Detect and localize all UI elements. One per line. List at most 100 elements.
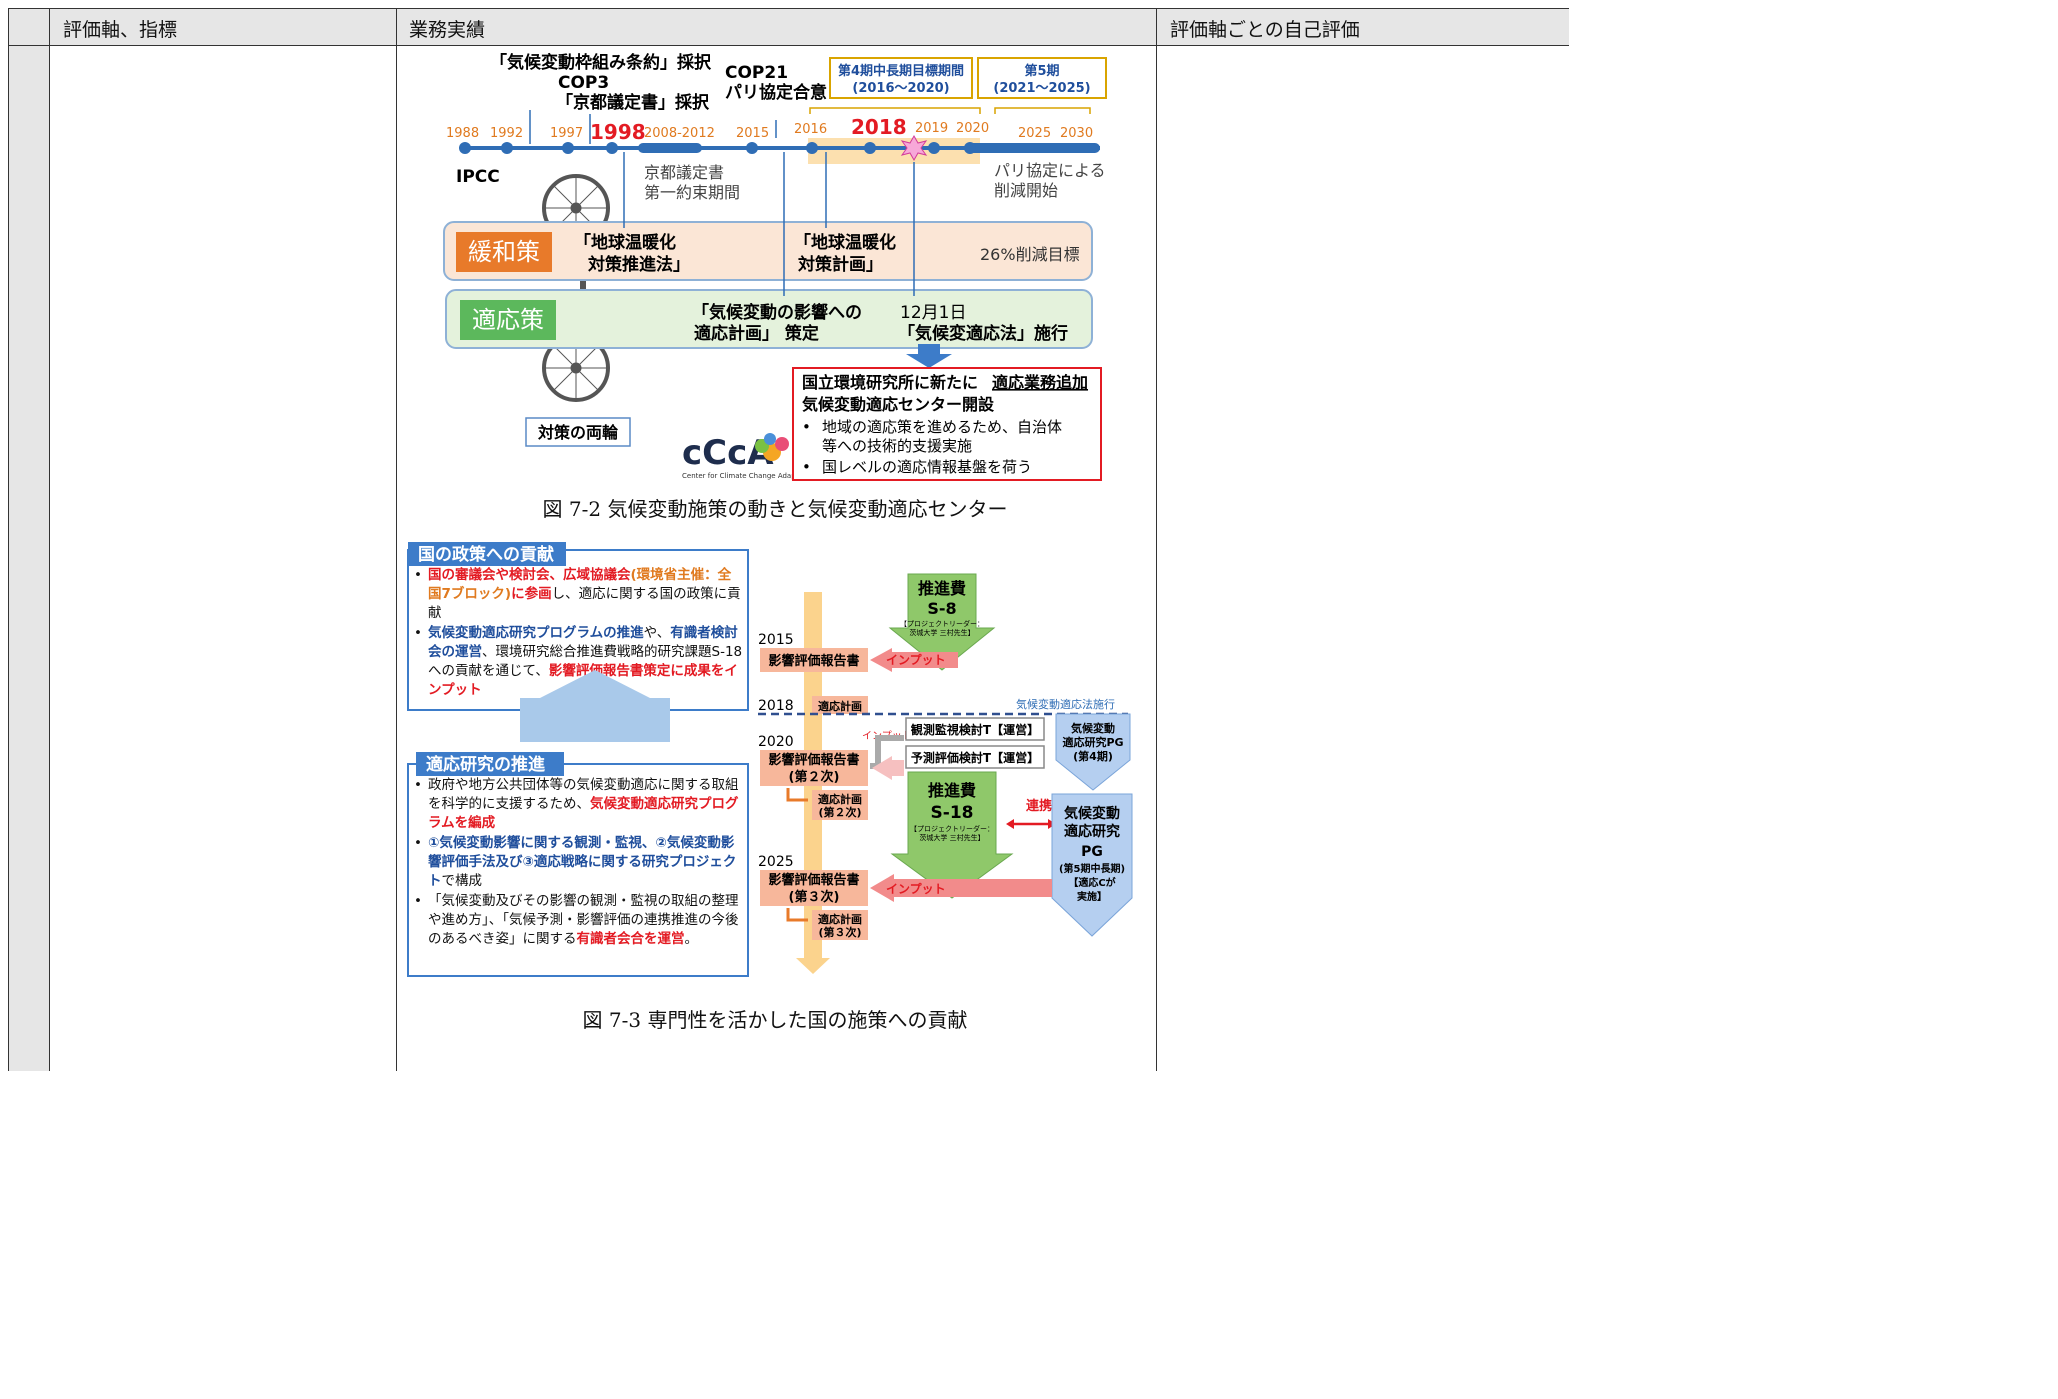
cop3-label: COP3 xyxy=(558,73,609,93)
s18-leader: 茨城大学 三村先生】 xyxy=(919,833,984,842)
adaptation-badge xyxy=(460,300,556,340)
cop21-label: COP21 xyxy=(725,63,788,83)
year-label: 2008-2012 xyxy=(644,126,715,141)
year-label: 1992 xyxy=(490,126,523,141)
period4-box xyxy=(829,57,973,99)
redbox-line1: 国立環境研究所に新たに xyxy=(802,373,978,392)
timeline-points xyxy=(459,142,976,154)
research-title: 適応研究の推進 xyxy=(426,754,545,775)
figure-7-3-caption: 図 7-3 専門性を活かした国の施策への貢献 xyxy=(582,1008,968,1032)
sub-arrow-icon xyxy=(786,908,808,922)
plan2-box xyxy=(812,790,868,820)
paris-agreement-label: パリ協定合意 xyxy=(725,82,827,103)
pg5-label: 気候変動 xyxy=(1064,805,1120,822)
year-label: 2016 xyxy=(794,122,827,137)
s18-arrow xyxy=(890,771,1014,899)
year-2018: 2018 xyxy=(758,698,794,714)
input-arrow-icon xyxy=(870,874,1052,902)
plan1: 適応計画 xyxy=(818,699,862,713)
mitigation-label: 緩和策 xyxy=(468,238,540,266)
bullet-text-segment: し、適応に関する国の政策に貢献 xyxy=(428,586,741,621)
mitigation-plan: 「地球温暖化 xyxy=(794,232,896,253)
s18-code: S-18 xyxy=(931,803,974,823)
report3: (第３次) xyxy=(789,889,840,905)
period5-bracket xyxy=(994,107,1091,114)
header-self-evaluation: 評価軸ごとの自己評価 xyxy=(1170,19,1360,41)
year-label: 2025 xyxy=(1018,126,1051,141)
header-evaluation-axis: 評価軸、指標 xyxy=(63,19,178,41)
bullet-mark: • xyxy=(414,835,422,851)
policy-title-tab xyxy=(408,542,566,566)
ccca-logo: cCcA xyxy=(682,433,774,473)
ccca-subtitle: Center for Climate Change Adaptation xyxy=(682,472,816,480)
committee-label: 観測監視検討T【運営】 xyxy=(911,722,1039,737)
bullet-mark: • xyxy=(414,567,422,583)
header-divider xyxy=(9,45,1569,46)
unfccc-label: 「気候変動枠組み条約」採択 xyxy=(490,52,712,73)
up-arrow-shaft xyxy=(520,698,670,742)
kyoto-period-label: 京都議定書 xyxy=(644,163,724,182)
down-arrow-icon xyxy=(906,344,952,368)
pg4-shape xyxy=(1055,713,1131,791)
adaptation-label: 適応策 xyxy=(472,306,544,334)
s18-title: 推進費 xyxy=(928,781,976,800)
ccca-establishment-box xyxy=(792,367,1102,481)
column-divider xyxy=(49,9,50,1071)
bullet-item: •「気候変動及びその影響の観測・監視の取組の整理や進め方」、「気候予測・影響評価… xyxy=(414,892,744,949)
bullet-item: •国の審議会や検討会、広域協議会(環境省主催：全国7ブロック)に参画し、適応に関… xyxy=(414,566,744,623)
s8-arrow xyxy=(888,573,996,671)
bullet-item: •政府や地方公共団体等の気候変動適応に関する取組を科学的に支援するため、気候変動… xyxy=(414,776,744,833)
s8-leader: 茨城大学 三村先生】 xyxy=(909,628,974,637)
mitigation-law: 「地球温暖化 xyxy=(574,232,676,253)
year-label: 2030 xyxy=(1060,126,1093,141)
report1-box xyxy=(760,648,868,672)
pg5-label: 実施】 xyxy=(1077,890,1107,903)
s8-title: 推進費 xyxy=(918,579,966,598)
evaluation-table: 評価軸、指標 業務実績 評価軸ごとの自己評価 xyxy=(8,8,1569,1071)
plan2: (第２次) xyxy=(818,805,861,819)
bullet-text-segment: 。 xyxy=(684,931,699,947)
row-marker-column xyxy=(9,9,49,1071)
bullet-text-segment: で構成 xyxy=(441,873,483,889)
period4-range: (2016〜2020) xyxy=(852,81,949,96)
wheels-label: 対策の両輪 xyxy=(537,423,619,442)
paris-start-label: パリ協定による xyxy=(994,161,1106,180)
figure-7-2-climate-policy-timeline: 「気候変動枠組み条約」採択 COP3 「京都議定書」採択 COP21 パリ協定合… xyxy=(443,52,1107,481)
plan2: 適応計画 xyxy=(818,792,862,806)
pg5-label: (第5期中長期) xyxy=(1059,862,1125,875)
redbox-bullet-mark: • xyxy=(802,458,811,476)
up-arrow-icon xyxy=(540,670,650,718)
arrowhead-icon xyxy=(1006,819,1014,829)
collaboration-label: 連携 xyxy=(1026,798,1052,814)
bullet-text-segment: 国の審議会や検討会、広域協議会 xyxy=(428,567,631,583)
pg4-label: (第4期) xyxy=(1073,749,1113,763)
report2: 影響評価報告書 xyxy=(768,752,859,768)
bullet-mark: • xyxy=(414,777,422,793)
bullet-text-segment: に参画 xyxy=(511,586,552,602)
kyoto-period-bar xyxy=(638,143,702,153)
bullet-mark: • xyxy=(414,893,422,909)
plan1-box xyxy=(812,696,868,714)
report1: 影響評価報告書 xyxy=(768,653,859,669)
redbox-bullet2: 国レベルの適応情報基盤を荷う xyxy=(822,458,1032,476)
year-label: 1998 xyxy=(590,120,646,144)
report2-box xyxy=(760,750,868,786)
redbox-line2: 気候変動適応センター開設 xyxy=(802,395,995,414)
adaptation-law: 「気候変適応法」施行 xyxy=(898,323,1068,344)
figure-7-3-policy-contribution: 国の政策への貢献 •国の審議会や検討会、広域協議会(環境省主催：全国7ブロック)… xyxy=(407,542,1133,977)
year-2015: 2015 xyxy=(758,632,794,648)
bullet-text-segment: 、環境研究総合推進費戦略的研究課題S-18への貢献を通じて、 xyxy=(428,644,743,679)
pg4-label: 気候変動 xyxy=(1071,721,1115,735)
input-arrow-icon xyxy=(872,756,904,780)
s8-leader: 【プロジェクトリーダー： xyxy=(900,619,984,628)
table-header-row xyxy=(9,9,1569,45)
s8-code: S-8 xyxy=(927,599,956,618)
committee-label: 予測評価検討T【運営】 xyxy=(911,750,1039,765)
bullet-mark: • xyxy=(414,625,422,641)
mitigation-badge xyxy=(456,232,552,272)
s18-leader: 【プロジェクトリーダー： xyxy=(910,824,994,833)
column-divider xyxy=(396,9,397,1071)
input-label: インプット xyxy=(886,652,946,667)
report3-box xyxy=(760,870,868,906)
adaptation-plan: 「気候変動の影響への xyxy=(692,302,862,323)
